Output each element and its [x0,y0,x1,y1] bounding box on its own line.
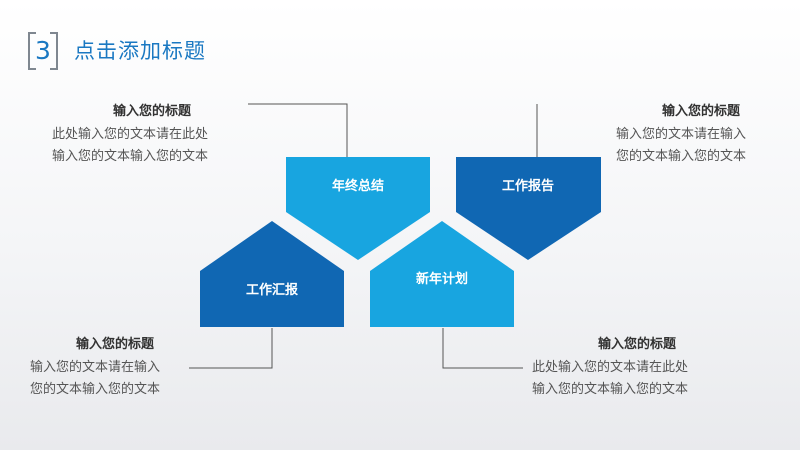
callout-4-line-2: 输入您的文本输入您的文本 [532,382,689,397]
callout-4-line-1: 此处输入您的文本请在此处 [532,360,689,375]
shape-gongzuo-huibao: 工作汇报 [200,221,344,327]
shape-baogao-polygon [456,157,601,260]
callout-3-line-1: 输入您的文本请在输入 [30,360,161,375]
shape-xinnian-jihua: 新年计划 [370,221,514,327]
shape-jihua-polygon [370,221,514,327]
shape-nianzhong-label: 年终总结 [332,178,384,194]
shape-gongzuo-baogao: 工作报告 [456,157,601,260]
callout-3-line-2: 您的文本输入您的文本 [30,382,161,397]
callout-2-line-1: 输入您的文本请在输入 [616,127,747,142]
callout-bottom-left: 输入您的标题 输入您的文本请在输入 您的文本输入您的文本 [30,333,200,401]
callout-3-heading: 输入您的标题 [75,337,154,352]
callout-4-heading: 输入您的标题 [597,337,676,352]
callout-1-heading: 输入您的标题 [112,104,191,119]
left-bracket [28,32,36,70]
shape-huibao-label: 工作汇报 [246,282,299,298]
callout-bottom-right: 输入您的标题 此处输入您的文本请在此处 输入您的文本输入您的文本 [532,333,742,401]
callout-top-left: 输入您的标题 此处输入您的文本请在此处 输入您的文本输入您的文本 [52,100,252,168]
callout-1-line-1: 此处输入您的文本请在此处 [52,127,209,142]
callout-2-heading: 输入您的标题 [661,104,740,119]
shape-baogao-label: 工作报告 [502,178,554,194]
shape-huibao-polygon [200,221,344,327]
right-bracket [50,32,58,70]
slide-title: 点击添加标题 [74,39,206,63]
shape-nianzhong-polygon [286,157,430,260]
section-number: 3 [35,35,51,65]
slide-header: 3 点击添加标题 [28,30,206,70]
shape-jihua-label: 新年计划 [416,271,468,287]
callout-1-line-2: 输入您的文本输入您的文本 [52,149,209,164]
connector-line-3 [189,328,273,369]
connector-line-1 [248,103,348,157]
callout-2-line-2: 您的文本输入您的文本 [616,149,747,164]
callout-top-right: 输入您的标题 输入您的文本请在输入 您的文本输入您的文本 [616,100,786,168]
shape-nianzhong-zongjie: 年终总结 [286,157,430,260]
connector-line-4 [442,328,523,369]
section-number-box: 3 [28,32,58,70]
